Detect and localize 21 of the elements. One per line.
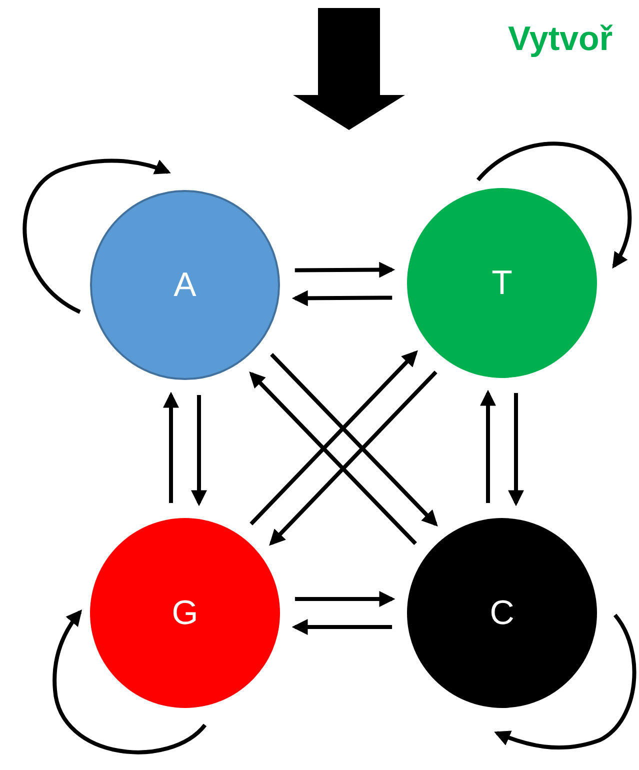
arrow: [480, 390, 496, 504]
arrow: [52, 610, 206, 754]
arrow: [163, 392, 179, 504]
arrow: [476, 142, 632, 269]
arrow: [269, 370, 438, 546]
arrow: [292, 290, 392, 306]
node-label: T: [492, 262, 512, 304]
arrow: [250, 350, 418, 526]
arrow: [294, 591, 396, 607]
arrow: [294, 262, 396, 278]
arrow: [494, 614, 636, 750]
arrow: [23, 158, 171, 314]
node-label: A: [174, 264, 196, 306]
arrow: [191, 394, 207, 506]
node-label: G: [172, 592, 198, 634]
heading-text: Vytvoř: [508, 19, 613, 60]
arrow: [292, 619, 392, 635]
arrow: [508, 392, 524, 506]
arrow: [270, 352, 438, 526]
arrow: [249, 372, 417, 546]
node-label: C: [490, 592, 514, 634]
